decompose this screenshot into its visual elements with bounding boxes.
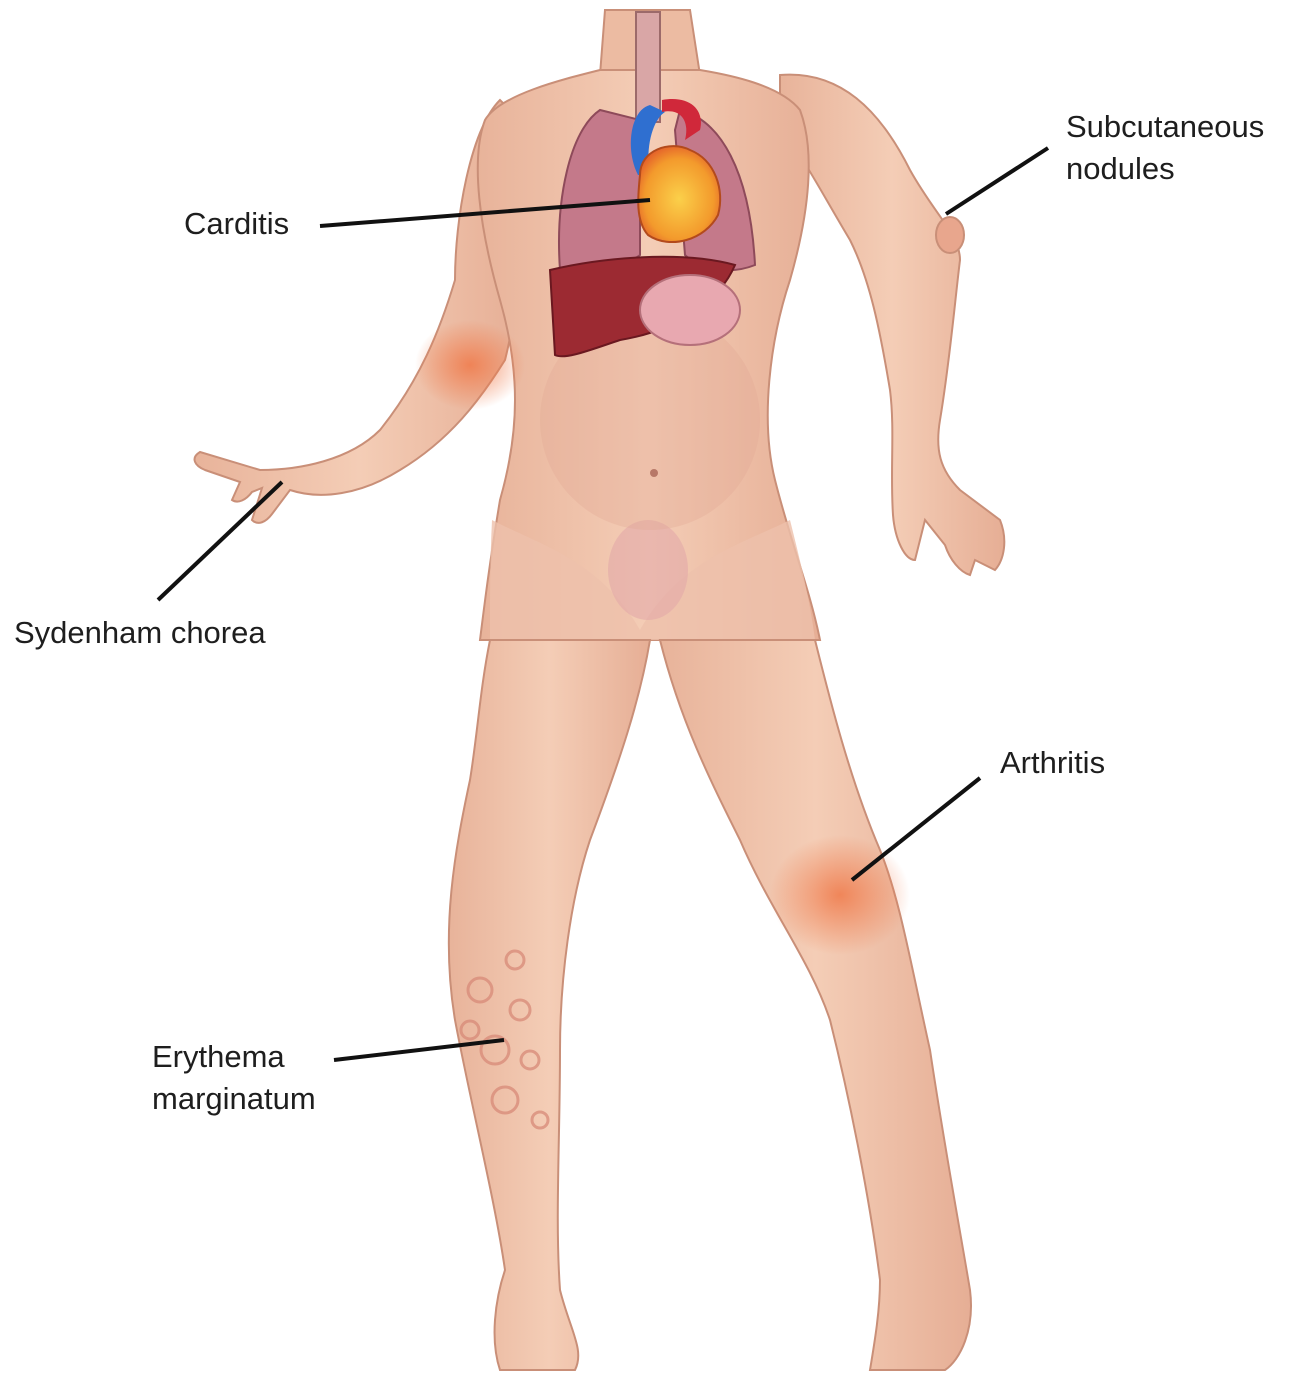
- sydenham-chorea-label: Sydenham chorea: [14, 612, 266, 654]
- right-leg: [449, 640, 650, 1370]
- subcutaneous-nodules-line-2: nodules: [1066, 148, 1264, 190]
- erythema-marginatum-line-1: Erythema: [152, 1036, 316, 1078]
- left-leg: [660, 640, 971, 1370]
- subcutaneous-nodule: [936, 217, 964, 253]
- carditis-label: Carditis: [184, 203, 289, 245]
- left-arm: [780, 75, 1004, 575]
- trachea: [636, 12, 660, 122]
- subcutaneous-nodules-line-1: Subcutaneous: [1066, 106, 1264, 148]
- arthritis-label-text: Arthritis: [1000, 742, 1105, 784]
- arthritis-label: Arthritis: [1000, 742, 1105, 784]
- subcutaneous-leader-line: [946, 148, 1048, 214]
- erythema-marginatum-line-2: marginatum: [152, 1078, 316, 1120]
- organs: [550, 12, 755, 356]
- sydenham-leader-line: [158, 482, 282, 600]
- carditis-label-text: Carditis: [184, 203, 289, 245]
- sydenham-chorea-label-text: Sydenham chorea: [14, 612, 266, 654]
- right-arm: [195, 100, 524, 523]
- erythema-marginatum-label: Erythema marginatum: [152, 1036, 316, 1120]
- stomach: [640, 275, 740, 345]
- inflamed-elbow: [415, 320, 525, 410]
- subcutaneous-nodules-label: Subcutaneous nodules: [1066, 106, 1264, 190]
